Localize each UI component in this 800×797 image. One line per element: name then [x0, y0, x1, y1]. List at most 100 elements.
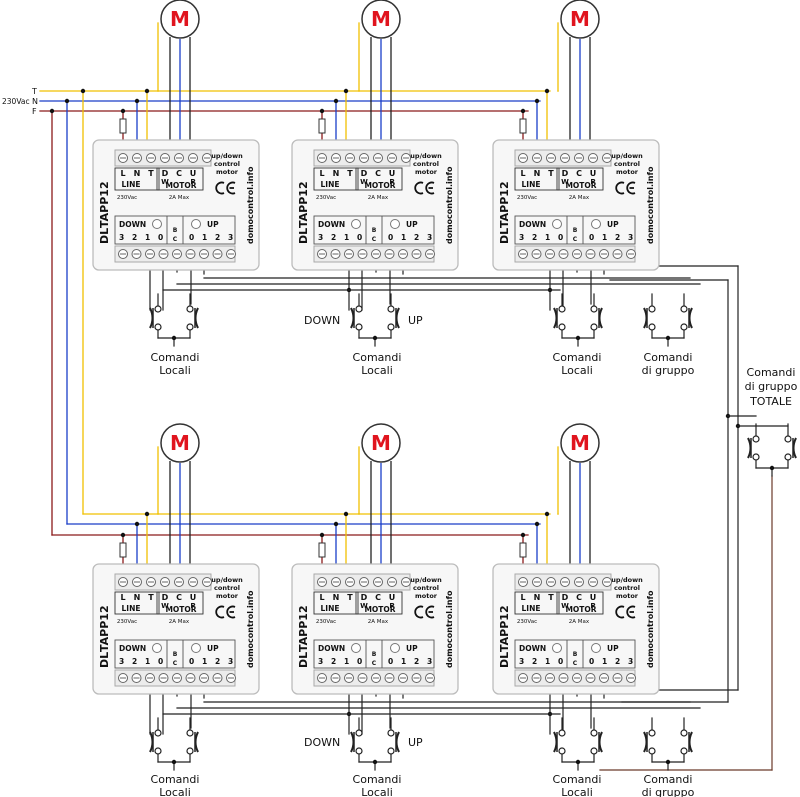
motor-label: MOTOR [565, 605, 596, 614]
up-number: 1 [602, 233, 607, 242]
junction-dot [333, 98, 339, 104]
terminal-letter: C [375, 169, 381, 178]
junction-dot [544, 511, 550, 517]
up-number: 1 [202, 657, 207, 666]
label-comandi-6: Comandi [553, 773, 602, 786]
module-body [92, 139, 260, 271]
motor-label: MOTOR [165, 181, 196, 190]
motor-frame [556, 591, 604, 615]
up-number: 3 [228, 233, 233, 242]
switch-contact [784, 453, 792, 461]
up-number: 2 [215, 657, 220, 666]
motor-label: MOTOR [364, 181, 395, 190]
motor-label: MOTOR [165, 605, 196, 614]
up-number: 2 [615, 657, 620, 666]
bc-label: C [573, 236, 578, 243]
line-rating: 230Vac [117, 619, 137, 625]
junction-dot [534, 98, 540, 104]
brand-name: TAPP12 [498, 181, 511, 228]
terminal-letter: P [190, 178, 195, 186]
motor-circle [160, 0, 200, 39]
label-comandi-3: Comandi [553, 351, 602, 364]
desc-line: up/down [211, 152, 243, 160]
label-di-gruppo-2: di gruppo [642, 786, 695, 797]
terminal-letter: W [360, 602, 368, 610]
supply-label-f: F [32, 107, 37, 116]
desc-line: control [214, 584, 240, 592]
fuse-symbol [119, 542, 127, 558]
pushbutton-pair [553, 717, 603, 771]
motor: M [160, 0, 200, 39]
up-label: UP [607, 220, 619, 229]
up-number: 0 [388, 657, 393, 666]
brand-prefix: DL [297, 652, 310, 668]
motor-frame [355, 591, 403, 615]
terminal-letter: W [161, 602, 169, 610]
line-label: LINE [522, 180, 541, 189]
terminal-letter: D [162, 593, 169, 602]
fuse-symbol [318, 542, 326, 558]
bc-label: C [573, 660, 578, 667]
up-led-icon [390, 219, 400, 229]
up-number: 3 [427, 657, 432, 666]
up-label: UP [406, 644, 418, 653]
label-locali-2: Locali [361, 364, 393, 377]
supply-voltage-label: 230Vac [2, 97, 30, 106]
down-led-icon [552, 219, 562, 229]
label-comandi-gruppo-1: Comandi [644, 351, 693, 364]
label-up-2: UP [408, 736, 423, 749]
switch-actuator [688, 731, 693, 753]
switch-contact [558, 747, 566, 755]
switch-contact [154, 323, 162, 331]
up-number: 1 [202, 233, 207, 242]
supply-label-n: N [32, 97, 38, 106]
junction-dot [769, 465, 775, 471]
motor: M [361, 0, 401, 39]
site-label: domocontrol.info [246, 590, 255, 668]
switch-contact [154, 305, 162, 313]
site-label: domocontrol.info [646, 590, 655, 668]
switch-contact [752, 435, 760, 443]
brand-prefix: DL [98, 652, 111, 668]
up-number: 3 [628, 233, 633, 242]
terminal-letter: T [548, 169, 554, 178]
junction-dot [520, 108, 526, 114]
down-number: 2 [132, 233, 137, 242]
switch-contact [590, 323, 598, 331]
fuse-symbol [519, 118, 527, 134]
junction-dot [544, 88, 550, 94]
switch-actuator [747, 437, 752, 459]
junction-dot [372, 335, 378, 341]
down-led-icon [351, 643, 361, 653]
up-number: 0 [589, 233, 594, 242]
switch-actuator [598, 307, 603, 329]
line-frame [514, 167, 560, 191]
bc-label: C [173, 660, 178, 667]
terminal-letter: L [120, 593, 125, 602]
desc-line: control [614, 584, 640, 592]
line-rating: 230Vac [117, 195, 137, 201]
terminal-letter: L [520, 593, 525, 602]
switch-contact [752, 453, 760, 461]
junction-dot [534, 521, 540, 527]
terminal-letter: L [319, 169, 324, 178]
line-label: LINE [321, 180, 340, 189]
input-frame [114, 215, 236, 245]
terminal-letter: U [389, 169, 396, 178]
motor-letter: M [371, 431, 391, 455]
up-number: 3 [628, 657, 633, 666]
switch-labels: Comandi Locali Comandi Locali DOWN UP Co… [151, 314, 798, 797]
up-label: UP [207, 220, 219, 229]
junction-dot [343, 88, 349, 94]
desc-line: up/down [410, 152, 442, 160]
line-frame [114, 591, 160, 615]
junction-dot [343, 511, 349, 517]
terminal-letter: U [590, 169, 597, 178]
junction-dot [64, 98, 70, 104]
motor-circle [160, 423, 200, 463]
down-number: 3 [119, 657, 124, 666]
terminal-letter: T [148, 169, 154, 178]
switch-actuator [643, 307, 648, 329]
